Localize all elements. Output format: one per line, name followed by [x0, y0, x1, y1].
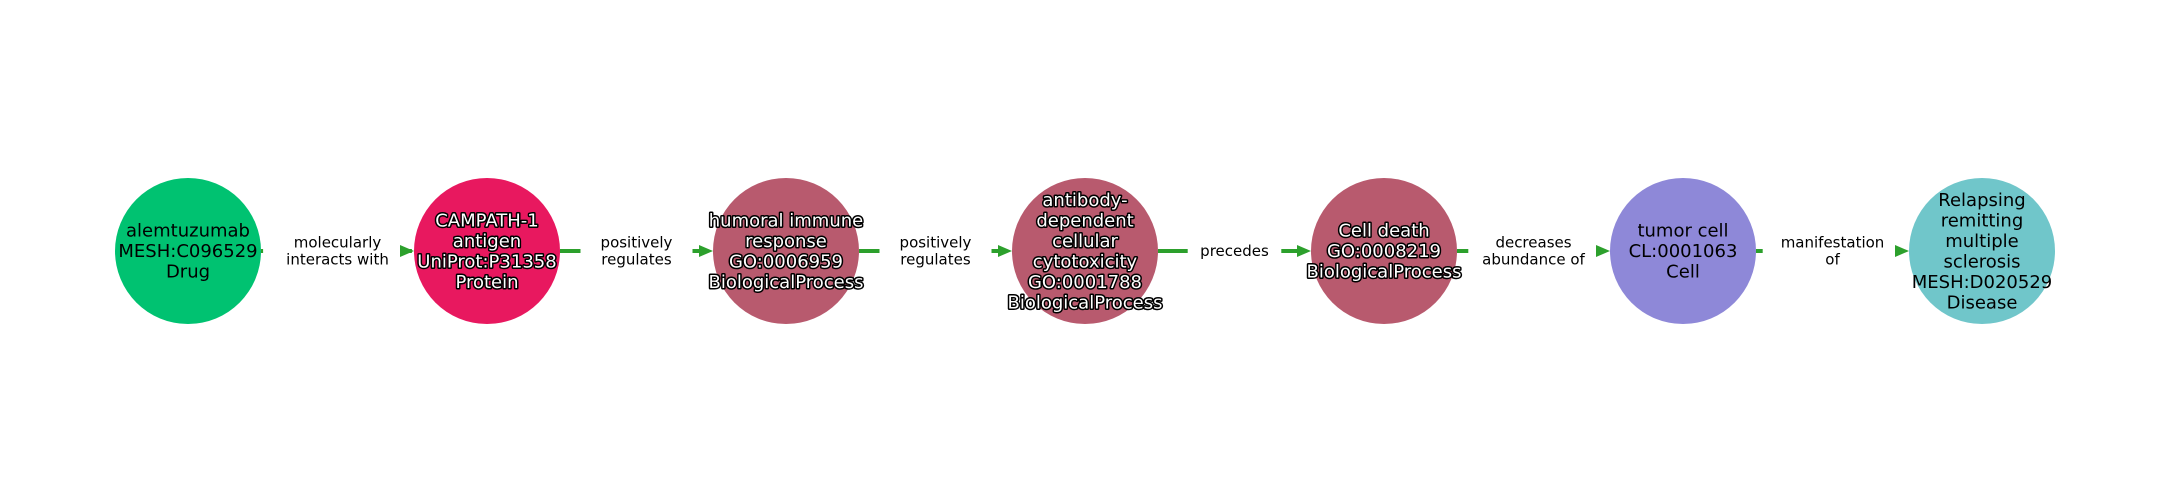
- arrowhead-icon: [1297, 245, 1311, 257]
- graph-node[interactable]: RelapsingremittingmultiplesclerosisMESH:…: [1909, 178, 2055, 324]
- edge-label: of: [1825, 251, 1840, 269]
- node-label: CAMPATH-1: [435, 210, 539, 231]
- node-label: cytotoxicity: [1033, 251, 1138, 272]
- edge-label: molecularly: [294, 234, 382, 252]
- node-label: BiologicalProcess: [1007, 292, 1162, 313]
- node-circle[interactable]: [713, 178, 859, 324]
- node-label: alemtuzumab: [126, 221, 250, 242]
- edge-label: abundance of: [1482, 251, 1585, 269]
- edge-label: positively: [900, 234, 972, 252]
- edge-label: regulates: [601, 251, 672, 269]
- node-label: remitting: [1941, 210, 2024, 231]
- node-label: MESH:C096529: [118, 241, 257, 262]
- node-label: dependent: [1036, 210, 1133, 231]
- arrowhead-icon: [699, 245, 713, 257]
- edge: precedes: [1158, 242, 1311, 260]
- node-label: GO:0006959: [729, 251, 843, 272]
- node-circle[interactable]: [115, 178, 261, 324]
- graph-node[interactable]: humoral immuneresponseGO:0006959Biologic…: [707, 178, 865, 324]
- node-circle[interactable]: [1909, 178, 2055, 324]
- arrowhead-icon: [1596, 245, 1610, 257]
- node-label: antigen: [453, 231, 521, 252]
- node-label: Protein: [455, 272, 518, 293]
- node-label: Drug: [166, 262, 210, 283]
- node-label: Cell death: [1338, 221, 1429, 242]
- arrowhead-icon: [400, 245, 414, 257]
- node-label: tumor cell: [1637, 221, 1728, 242]
- node-label: MESH:D020529: [1912, 272, 2053, 293]
- node-circle[interactable]: [1311, 178, 1457, 324]
- node-label: BiologicalProcess: [1306, 262, 1461, 283]
- arrowhead-icon: [998, 245, 1012, 257]
- edge-label: decreases: [1495, 234, 1571, 252]
- node-circle[interactable]: [1012, 178, 1158, 324]
- node-label: BiologicalProcess: [708, 272, 863, 293]
- node-label: sclerosis: [1943, 251, 2020, 272]
- node-label: Relapsing: [1938, 190, 2025, 211]
- graph-node[interactable]: antibody-dependentcellularcytotoxicityGO…: [1006, 178, 1164, 324]
- node-label: GO:0008219: [1327, 241, 1441, 262]
- edge-label: interacts with: [286, 251, 389, 269]
- node-circle[interactable]: [414, 178, 560, 324]
- node-label: GO:0001788: [1028, 272, 1142, 293]
- edge-label: regulates: [900, 251, 971, 269]
- node-circle[interactable]: [1610, 178, 1756, 324]
- node-label: humoral immune: [709, 210, 863, 231]
- edge-label: precedes: [1200, 242, 1269, 260]
- arrowhead-icon: [1895, 245, 1909, 257]
- node-label: multiple: [1945, 231, 2019, 252]
- node-label: response: [745, 231, 827, 252]
- node-label: CL:0001063: [1629, 241, 1738, 262]
- node-label: antibody-: [1042, 190, 1127, 211]
- edge-label: positively: [601, 234, 673, 252]
- node-label: Disease: [1947, 292, 2018, 313]
- node-label: UniProt:P31358: [417, 251, 556, 272]
- node-label: Cell: [1666, 262, 1700, 283]
- node-label: cellular: [1052, 231, 1118, 252]
- edge-label: manifestation: [1781, 234, 1885, 252]
